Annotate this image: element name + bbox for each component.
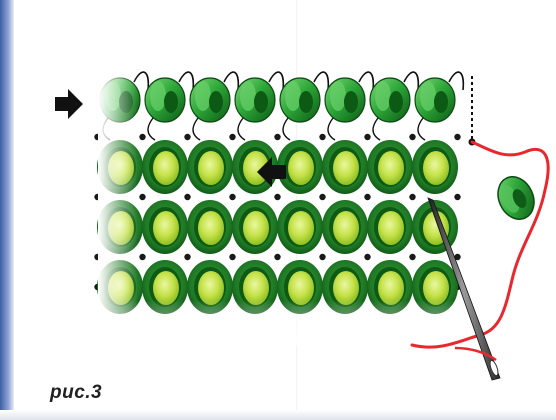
bead-gap-dot: [139, 254, 145, 260]
bead: [367, 140, 413, 194]
bead-gap-dot: [409, 194, 415, 200]
bead: [322, 140, 368, 194]
bead-gap-dot: [454, 134, 460, 140]
bead-gap-dot: [409, 134, 415, 140]
figure-caption: рис.3: [50, 382, 102, 404]
bead-gap-dot: [274, 134, 280, 140]
bead: [277, 200, 323, 254]
top-row-bead: [280, 72, 328, 140]
bead-gap-dot: [274, 254, 280, 260]
bead: [187, 200, 233, 254]
right-arrow-icon: [55, 89, 83, 119]
top-row-bead: [190, 72, 238, 140]
bead-gap-dot: [409, 254, 415, 260]
bead-gap-dot: [319, 254, 325, 260]
bead: [322, 200, 368, 254]
top-row-bead: [145, 72, 193, 140]
bead-gap-dot: [274, 194, 280, 200]
bead: [412, 140, 458, 194]
bead-gap-dot: [454, 194, 460, 200]
top-row-bead: [325, 72, 373, 140]
bead: [367, 200, 413, 254]
bead: [232, 200, 278, 254]
bottom-fade: [98, 300, 488, 345]
bead-gap-dot: [364, 254, 370, 260]
bead-gap-dot: [319, 134, 325, 140]
top-row-bead: [415, 72, 463, 140]
bead-gap-dot: [319, 194, 325, 200]
bead-gap-dot: [229, 194, 235, 200]
bead-gap-dot: [229, 134, 235, 140]
top-bead-row: [100, 72, 476, 145]
bead-gap-dot: [184, 254, 190, 260]
bead-grid: [94, 134, 460, 314]
loose-bead-icon: [491, 171, 540, 225]
bead: [142, 200, 188, 254]
bead-gap-dot: [184, 194, 190, 200]
bead-gap-dot: [139, 194, 145, 200]
top-row-bead: [235, 72, 283, 140]
bead-gap-dot: [364, 194, 370, 200]
top-row-bead: [370, 72, 418, 140]
bead: [187, 140, 233, 194]
left-fade: [98, 70, 138, 340]
bead-gap-dot: [184, 134, 190, 140]
bead: [142, 140, 188, 194]
bead-gap-dot: [364, 134, 370, 140]
bead-gap-dot: [229, 254, 235, 260]
bead-gap-dot: [139, 134, 145, 140]
